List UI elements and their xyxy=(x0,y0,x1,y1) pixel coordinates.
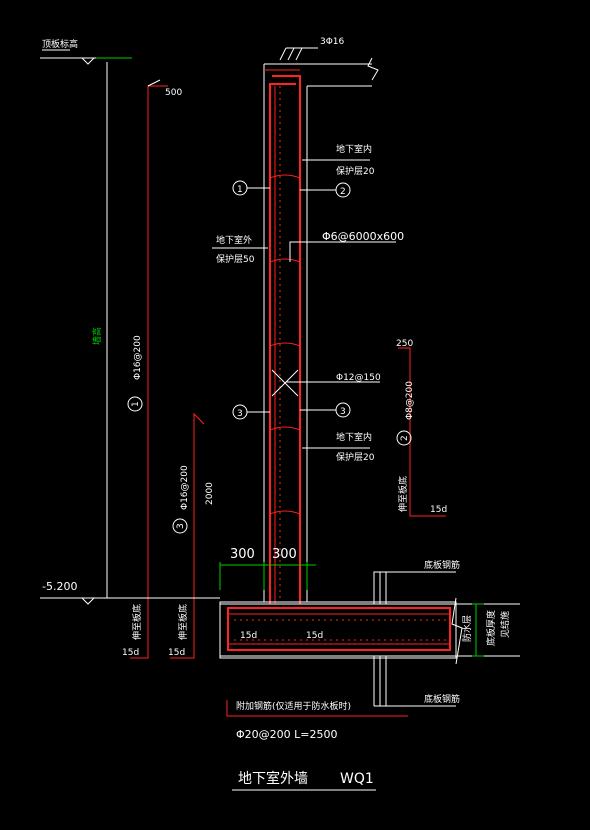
slab-side-3: 见结施 xyxy=(499,611,511,638)
slab-bot-bars: 底板钢筋 xyxy=(424,693,460,705)
extend-label-2: 伸至板底 xyxy=(397,476,409,512)
top-elevation-marker: 顶板标高 xyxy=(40,38,132,65)
svg-text:3: 3 xyxy=(176,523,186,529)
svg-text:1: 1 xyxy=(237,185,243,195)
svg-text:1: 1 xyxy=(131,401,141,407)
d15-inner-right: 15d xyxy=(306,631,323,641)
bar-3-detail: Φ16@200 2000 3 伸至板底 15d xyxy=(168,412,215,659)
inner-cover-top-1: 地下室内 xyxy=(336,143,372,155)
drawing-title-block: 地下室外墙 WQ1 xyxy=(232,770,376,791)
inner-cover-bot-2: 保护层20 xyxy=(336,451,375,463)
extend-label-3: 伸至板底 xyxy=(177,604,189,640)
bar-2-spec: Φ8@200 xyxy=(405,381,415,420)
dim-2000-label: 2000 xyxy=(205,482,215,505)
dim-250-label: 250 xyxy=(396,339,413,349)
added-bars-note-text: 附加钢筋(仅适用于防水板时) xyxy=(236,700,351,712)
foundation-slab: 15d 15d 防水层 底板厚度 见结施 底板钢筋 底板钢筋 xyxy=(219,559,520,707)
top-bars-label: 3Φ16 xyxy=(320,37,345,47)
circled-2-wall-icon xyxy=(335,182,351,198)
bottom-elevation-marker: -5.200 xyxy=(40,580,220,605)
d15-inner-left: 15d xyxy=(240,631,257,641)
added-bars-spec: Φ20@200 L=2500 xyxy=(236,728,338,741)
inner-cover-bot-1: 地下室内 xyxy=(336,431,372,443)
wall-height-dimension: 墙高 xyxy=(91,62,108,598)
bar-x-spec: Φ12@150 xyxy=(336,373,381,383)
circled-2-right-icon xyxy=(396,430,412,446)
slab-side-2: 底板厚度 xyxy=(485,610,497,646)
d15-label-3: 15d xyxy=(168,648,185,658)
outer-cover-1: 地下室外 xyxy=(216,234,252,246)
svg-text:3: 3 xyxy=(237,409,243,419)
wall-section: 3Φ16 xyxy=(263,37,379,604)
slab-top-bars: 底板钢筋 xyxy=(424,559,460,571)
svg-text:3: 3 xyxy=(340,407,346,417)
inner-cover-top-2: 保护层20 xyxy=(336,165,375,177)
wall-callouts: 1 2 地下室内 保护层20 地下室外 保护层50 Φ6@6000x600 Φ1… xyxy=(212,143,404,463)
svg-text:2: 2 xyxy=(340,187,346,197)
bottom-elevation-label: -5.200 xyxy=(42,580,77,593)
d15-label-1: 15d xyxy=(122,648,139,658)
svg-text:2: 2 xyxy=(400,435,410,441)
circled-3-wall-right-icon xyxy=(335,402,351,418)
circled-3-wall-left-icon xyxy=(232,404,248,420)
circled-1-wall-icon xyxy=(232,180,248,196)
dim-500-label: 500 xyxy=(165,88,182,98)
d15-label-2: 15d xyxy=(430,505,447,515)
drawing-title: 地下室外墙 xyxy=(238,770,308,787)
added-bars-note: 附加钢筋(仅适用于防水板时) Φ20@200 L=2500 xyxy=(226,700,408,741)
drawing-code: WQ1 xyxy=(340,771,374,787)
dim-300-left: 300 xyxy=(230,547,255,562)
slab-side-1: 防水层 xyxy=(461,615,473,642)
dim-300-right: 300 xyxy=(272,547,297,562)
bar-1-spec: Φ16@200 xyxy=(133,335,143,380)
bar-3-spec: Φ16@200 xyxy=(180,465,190,510)
top-elevation-label: 顶板标高 xyxy=(42,38,78,50)
bar-2-detail: 250 Φ8@200 2 伸至板底 15d xyxy=(396,339,447,517)
extend-label-1: 伸至板底 xyxy=(131,604,143,640)
tie-bars-label: Φ6@6000x600 xyxy=(322,230,404,243)
circled-3-left-icon xyxy=(172,518,188,534)
outer-cover-2: 保护层50 xyxy=(216,253,255,265)
dim-300-300: 300 300 xyxy=(219,547,316,590)
wall-height-label: 墙高 xyxy=(91,327,103,345)
circled-1-left-icon xyxy=(127,396,143,412)
bar-1-detail: 500 Φ16@200 1 伸至板底 15d xyxy=(122,79,182,659)
